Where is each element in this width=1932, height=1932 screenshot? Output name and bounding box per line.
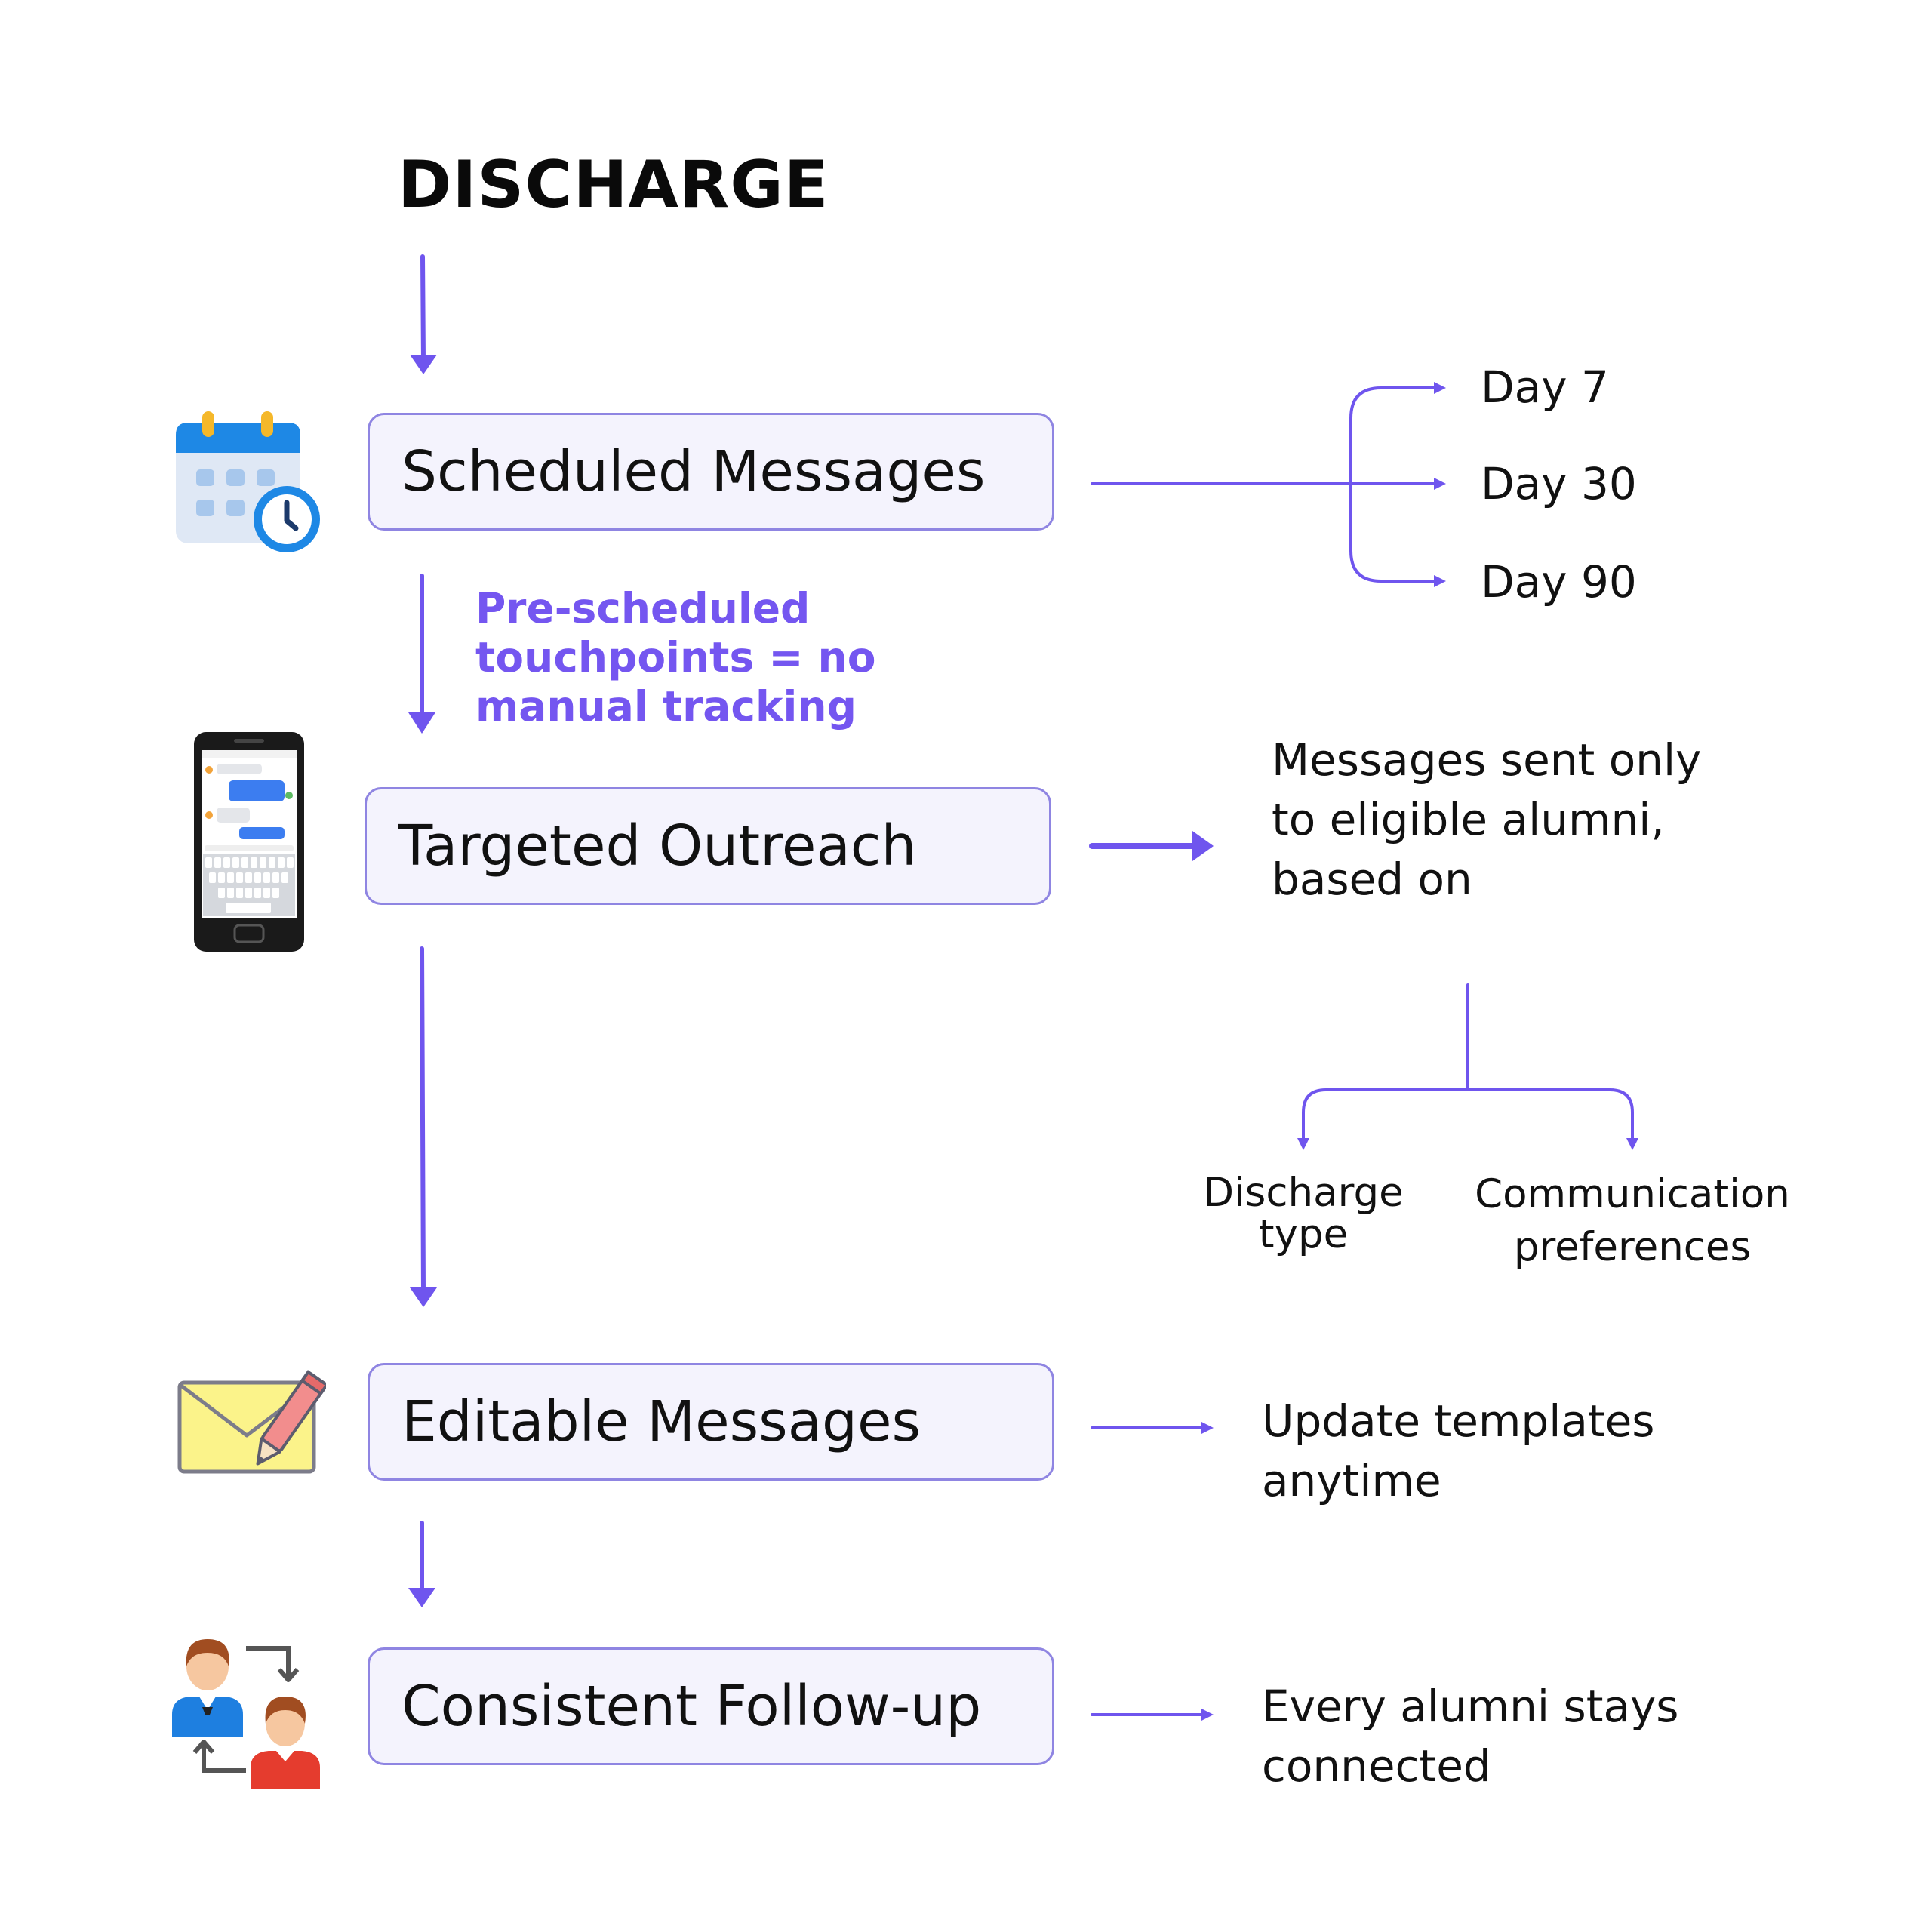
followup-line: Every alumni stays (1262, 1681, 1679, 1732)
criteria-discharge-type: Discharge type (1198, 1168, 1409, 1260)
followup-description: Every alumni stays connected (1262, 1677, 1679, 1796)
note-line: manual tracking (475, 682, 857, 731)
note-text: Pre-scheduled touchpoints = no manual tr… (475, 584, 876, 731)
people-exchange-icon (172, 1639, 320, 1789)
arrowhead (408, 1588, 435, 1607)
arrowhead (1434, 382, 1446, 394)
day-7-label: Day 7 (1481, 361, 1609, 413)
arrowhead (410, 355, 437, 374)
day-30-label: Day 30 (1481, 458, 1637, 509)
step-targeted-outreach: Targeted Outreach (365, 787, 1051, 905)
editable-line: Update templates (1262, 1395, 1655, 1447)
envelope-pencil-icon (177, 1370, 326, 1474)
arrowhead (408, 712, 435, 734)
followup-line: connected (1262, 1740, 1491, 1792)
arrow-targeted-to-editable (420, 946, 426, 1294)
smartphone-chat-icon (194, 732, 304, 952)
arrowhead (1201, 1709, 1214, 1721)
step-scheduled-messages: Scheduled Messages (368, 413, 1054, 531)
criteria-line: preferences (1513, 1224, 1752, 1270)
day-90-label: Day 90 (1481, 556, 1637, 608)
outreach-line: based on (1272, 854, 1472, 905)
editable-line: anytime (1262, 1455, 1441, 1506)
criteria-line: Communication (1475, 1171, 1790, 1217)
outreach-line: Messages sent only (1272, 734, 1702, 786)
criteria-line: type (1258, 1211, 1349, 1257)
arrowhead (1434, 575, 1446, 587)
step-editable-messages: Editable Messages (368, 1363, 1054, 1481)
page-title: DISCHARGE (398, 147, 829, 223)
arrowhead (1626, 1138, 1638, 1150)
arrowhead (1192, 831, 1214, 861)
arrowhead (1297, 1138, 1309, 1150)
arrowhead (1201, 1422, 1214, 1434)
calendar-clock-icon (176, 411, 320, 552)
criteria-branch (1302, 1088, 1634, 1143)
arrowhead (410, 1287, 437, 1307)
branch-bracket (1349, 386, 1439, 583)
outreach-line: to eligible alumni, (1272, 794, 1665, 845)
criteria-communication-preferences: Communication preferences (1474, 1168, 1791, 1274)
note-line: Pre-scheduled (475, 584, 811, 632)
note-line: touchpoints = no (475, 633, 876, 681)
outreach-description: Messages sent only to eligible alumni, b… (1272, 731, 1701, 909)
step-consistent-follow-up: Consistent Follow-up (368, 1647, 1054, 1765)
editable-description: Update templates anytime (1262, 1392, 1655, 1511)
arrowhead (1434, 478, 1446, 490)
criteria-line: Discharge (1203, 1170, 1404, 1216)
